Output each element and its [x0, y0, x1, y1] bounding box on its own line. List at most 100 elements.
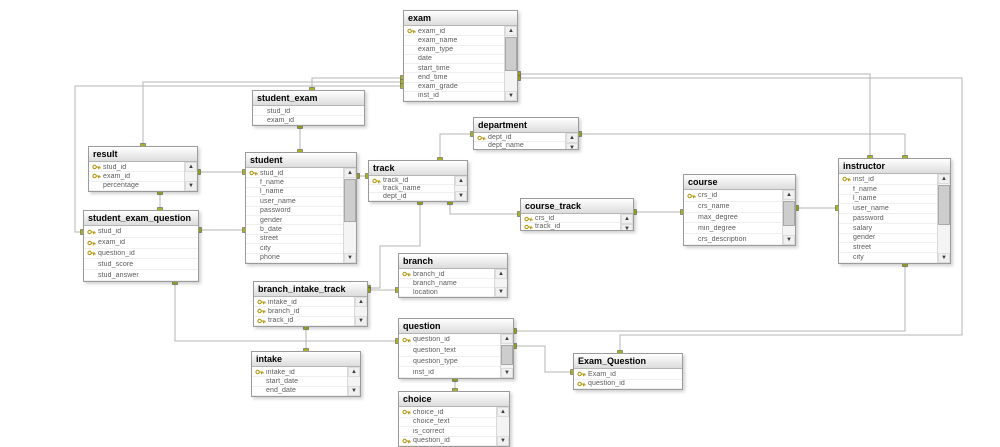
- field-row-question_type[interactable]: question_type: [399, 357, 500, 368]
- scroll-thumb[interactable]: [501, 345, 513, 365]
- vertical-scrollbar[interactable]: ▲▼: [504, 26, 517, 101]
- field-row-exam_name[interactable]: exam_name: [404, 36, 504, 46]
- scroll-down-arrow[interactable]: ▼: [348, 386, 360, 396]
- field-row-gender[interactable]: gender: [246, 216, 343, 226]
- table-title-student_exam[interactable]: student_exam: [253, 91, 364, 106]
- field-row-dept_id[interactable]: dept_id: [474, 134, 565, 142]
- scroll-up-arrow[interactable]: ▲: [497, 407, 509, 417]
- scroll-up-arrow[interactable]: ▲: [783, 190, 795, 200]
- vertical-scrollbar[interactable]: ▲▼: [184, 162, 197, 191]
- field-row-start_date[interactable]: start_date: [252, 377, 347, 387]
- scroll-up-arrow[interactable]: ▲: [455, 176, 467, 186]
- relationship-line-department-instructor[interactable]: [579, 133, 906, 158]
- field-row-stud_answer[interactable]: stud_answer: [84, 270, 198, 281]
- scroll-up-arrow[interactable]: ▲: [185, 162, 197, 172]
- table-title-intake[interactable]: intake: [252, 352, 360, 367]
- vertical-scrollbar[interactable]: ▲▼: [565, 133, 578, 149]
- field-row-salary[interactable]: salary: [839, 224, 937, 234]
- table-title-student[interactable]: student: [246, 153, 356, 168]
- table-title-instructor[interactable]: instructor: [839, 159, 950, 174]
- field-row-password[interactable]: password: [246, 207, 343, 216]
- field-row-exam_id[interactable]: exam_id: [84, 238, 198, 249]
- vertical-scrollbar[interactable]: ▲▼: [494, 269, 507, 297]
- scroll-up-arrow[interactable]: ▲: [505, 26, 517, 36]
- field-row-Exam_id[interactable]: Exam_id: [574, 370, 682, 380]
- field-row-location[interactable]: location: [399, 288, 494, 297]
- relationship-line-exam-result[interactable]: [142, 81, 403, 146]
- field-row-branch_id[interactable]: branch_id: [399, 270, 494, 279]
- field-row-phone[interactable]: phone: [246, 254, 343, 263]
- vertical-scrollbar[interactable]: ▲▼: [500, 334, 513, 378]
- field-row-stud_id[interactable]: stud_id: [253, 107, 364, 116]
- scroll-up-arrow[interactable]: ▲: [566, 133, 578, 143]
- field-row-city[interactable]: city: [839, 253, 937, 263]
- vertical-scrollbar[interactable]: ▲▼: [354, 297, 367, 326]
- scroll-up-arrow[interactable]: ▲: [938, 174, 950, 184]
- table-title-student_exam_question[interactable]: student_exam_question: [84, 211, 198, 226]
- field-row-intake_id[interactable]: intake_id: [254, 298, 354, 308]
- scroll-down-arrow[interactable]: ▼: [344, 253, 356, 263]
- scroll-thumb[interactable]: [344, 179, 356, 222]
- vertical-scrollbar[interactable]: ▲▼: [343, 168, 356, 263]
- relationship-line-question-student_exam_question[interactable]: [174, 282, 398, 342]
- field-row-exam_id[interactable]: exam_id: [404, 27, 504, 37]
- field-row-is_correct[interactable]: is_correct: [399, 427, 496, 437]
- field-row-end_date[interactable]: end_date: [252, 387, 347, 396]
- relationship-line-exam-instructor[interactable]: [518, 73, 871, 158]
- table-title-course[interactable]: course: [684, 175, 795, 190]
- field-row-choice_id[interactable]: choice_id: [399, 408, 496, 418]
- scroll-down-arrow[interactable]: ▼: [455, 191, 467, 201]
- relationship-line-exam-student_exam[interactable]: [311, 77, 403, 90]
- table-title-track[interactable]: track: [369, 161, 467, 176]
- scroll-thumb[interactable]: [783, 201, 795, 226]
- scroll-down-arrow[interactable]: ▼: [501, 368, 513, 378]
- relationship-line-exam-Exam_Question[interactable]: [518, 77, 963, 353]
- field-row-question_id[interactable]: question_id: [399, 335, 500, 346]
- field-row-exam_id[interactable]: exam_id: [89, 172, 184, 182]
- field-row-street[interactable]: street: [839, 243, 937, 254]
- field-row-b_date[interactable]: b_date: [246, 225, 343, 235]
- field-row-crs_id[interactable]: crs_id: [684, 191, 782, 202]
- field-row-track_id[interactable]: track_id: [369, 177, 454, 185]
- scroll-down-arrow[interactable]: ▼: [355, 316, 367, 326]
- vertical-scrollbar[interactable]: ▲▼: [782, 190, 795, 245]
- field-row-question_id[interactable]: question_id: [399, 437, 496, 446]
- field-row-min_degree[interactable]: min_degree: [684, 223, 782, 235]
- field-row-gender[interactable]: gender: [839, 234, 937, 244]
- field-row-track_name[interactable]: track_name: [369, 185, 454, 193]
- field-row-date[interactable]: date: [404, 55, 504, 64]
- field-row-track_id[interactable]: track_id: [521, 223, 620, 230]
- scroll-up-arrow[interactable]: ▲: [621, 214, 633, 224]
- table-title-question[interactable]: question: [399, 319, 513, 334]
- field-row-user_name[interactable]: user_name: [246, 197, 343, 207]
- table-title-result[interactable]: result: [89, 147, 197, 162]
- field-row-stud_score[interactable]: stud_score: [84, 259, 198, 271]
- field-row-choice_text[interactable]: choice_text: [399, 418, 496, 427]
- scroll-up-arrow[interactable]: ▲: [348, 367, 360, 377]
- field-row-stud_id[interactable]: stud_id: [84, 227, 198, 238]
- table-title-department[interactable]: department: [474, 118, 578, 133]
- table-title-Exam_Question[interactable]: Exam_Question: [574, 354, 682, 369]
- field-row-max_degree[interactable]: max_degree: [684, 213, 782, 224]
- scroll-down-arrow[interactable]: ▼: [505, 91, 517, 101]
- relationship-line-track-branch_intake_track[interactable]: [368, 202, 421, 289]
- field-row-l_name[interactable]: l_name: [839, 195, 937, 205]
- scroll-down-arrow[interactable]: ▼: [938, 253, 950, 263]
- scroll-down-arrow[interactable]: ▼: [783, 235, 795, 245]
- field-row-question_id[interactable]: question_id: [84, 249, 198, 260]
- table-title-branch[interactable]: branch: [399, 254, 507, 269]
- field-row-exam_type[interactable]: exam_type: [404, 46, 504, 55]
